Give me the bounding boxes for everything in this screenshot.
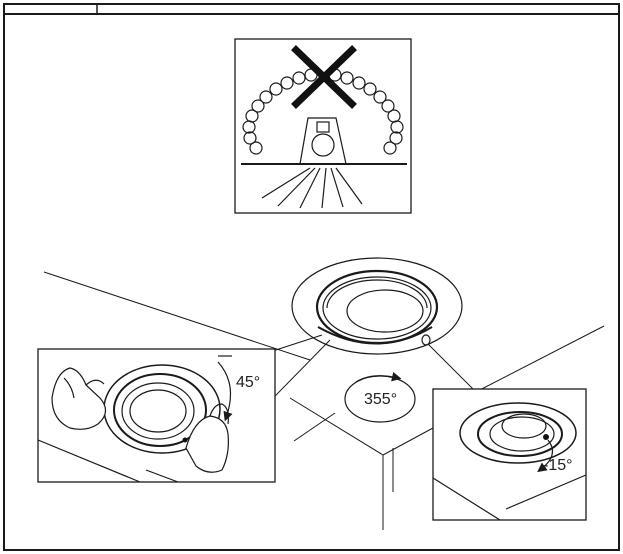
back-tilt-detail-inset (432, 388, 587, 521)
downlight-fixture (291, 257, 463, 355)
rotation-indicator (344, 371, 416, 423)
tilt-spring-pin (182, 437, 188, 443)
insulation-coil-right (328, 68, 404, 155)
x-mark-icon (291, 45, 357, 109)
page-frame (3, 3, 620, 551)
back-tilt-angle-label: -15° (543, 457, 573, 474)
rotation-angle-label: 355° (364, 391, 397, 408)
insulation-coil-left (242, 68, 318, 155)
tilt-angle-label: 45° (236, 374, 260, 391)
tilt-detail-inset (37, 348, 276, 483)
back-tilt-spring-pin (543, 434, 549, 440)
no-insulation-cover-icon (234, 38, 412, 214)
